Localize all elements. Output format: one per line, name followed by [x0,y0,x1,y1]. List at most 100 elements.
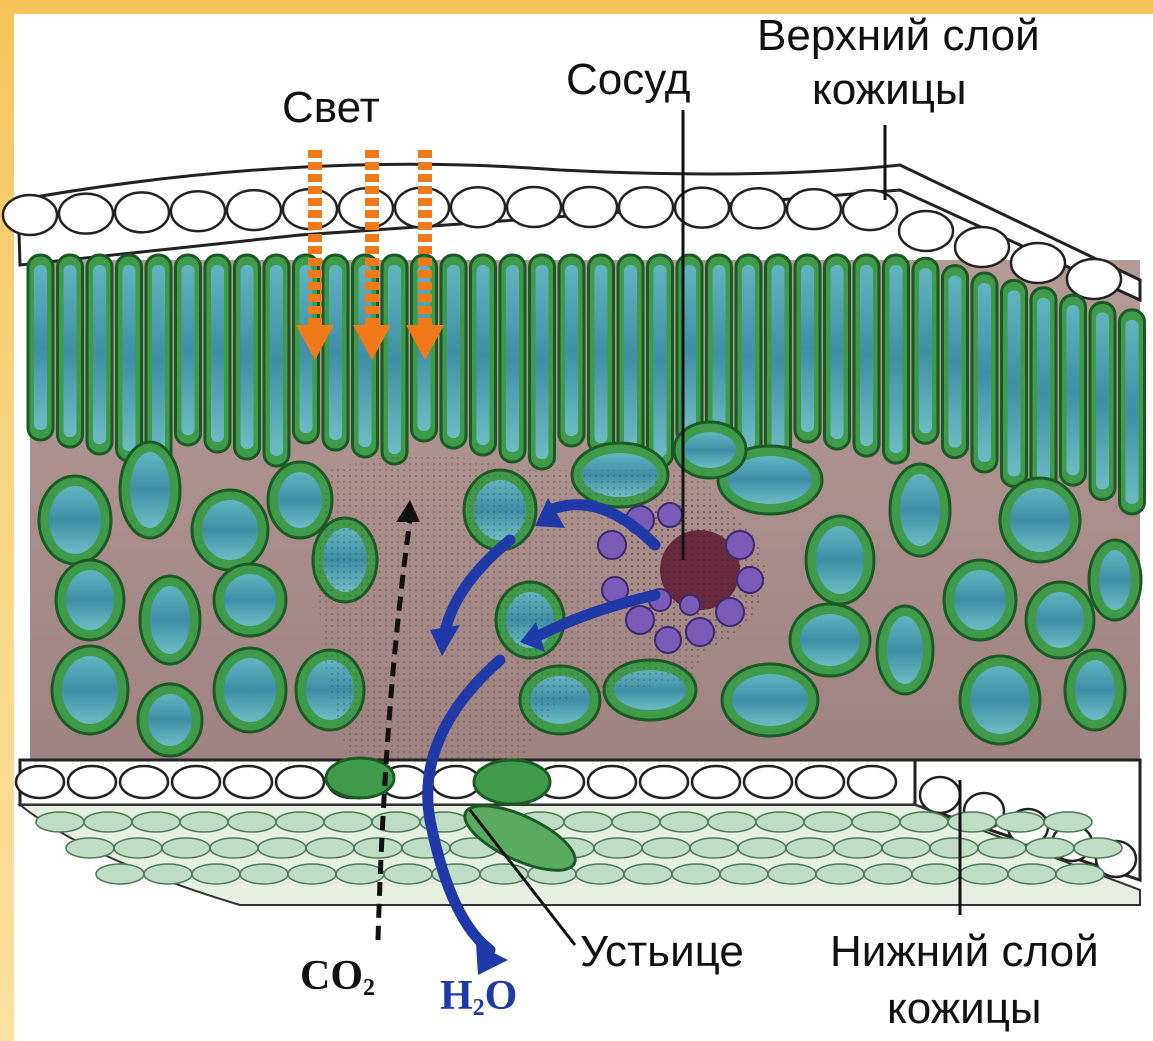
palisade-cell-core [477,265,490,445]
epidermis-cell [731,188,785,228]
surface-cell [930,838,978,858]
surface-cell [576,864,624,884]
surface-cell [114,838,162,858]
label-h2o: H2O [440,975,517,1020]
palisade-cell-core [388,265,401,454]
label-h2o-o: O [485,973,518,1019]
surface-cell [864,864,912,884]
surface-cell [672,864,720,884]
epidermis-cell [920,777,960,813]
label-light: Свет [282,86,380,130]
lower-surface [20,805,1140,905]
spongy-cell-core [49,486,101,554]
palisade-cell-core [683,265,696,434]
surface-cell [384,864,432,884]
spongy-cell-core [62,656,118,724]
spongy-cell-core [224,574,276,626]
surface-cell [978,838,1026,858]
surface-cell [852,812,900,832]
palisade-cell-core [270,265,283,456]
surface-cell [96,864,144,884]
epidermis-cell [744,766,792,798]
palisade-cell-core [831,265,844,439]
epidermis-cell [16,766,64,798]
epidermis-cell [3,195,57,235]
palisade-cell-core [211,265,224,442]
palisade-cell-core [329,265,342,440]
label-upper-epidermis-1: Верхний слой [757,14,1040,58]
palisade-cell-core [1126,320,1139,504]
spongy-cell-core [150,586,190,654]
surface-cell [228,812,276,832]
surface-cell [306,838,354,858]
epidermis-cell [120,766,168,798]
palisade-cell-core [93,265,106,444]
palisade-cell-core [536,265,549,459]
surface-cell [1008,864,1056,884]
epidermis-cell [115,192,169,232]
palisade-cell-core [506,265,519,452]
palisade-cell-core [565,265,578,436]
palisade-cell-core [359,265,372,447]
epidermis-cell [796,766,844,798]
epidermis-cell [276,766,324,798]
label-stoma: Устьице [580,930,744,974]
surface-cell [564,812,612,832]
surface-cell [996,812,1044,832]
surface-cell [624,864,672,884]
surface-cell [960,864,1008,884]
spongy-cell-core [816,526,864,594]
surface-cell [180,812,228,832]
label-lower-epidermis-1: Нижний слой [830,930,1099,974]
label-h2o-sub: 2 [473,995,485,1021]
spongy-cell-core [224,658,276,722]
surface-cell [594,838,642,858]
surface-cell [912,864,960,884]
label-co2-sub: 2 [363,975,375,1001]
surface-cell [720,864,768,884]
palisade-cell-core [742,265,755,448]
surface-cell [276,812,324,832]
epidermis-cell [640,766,688,798]
spongy-cell-core [130,452,170,528]
surface-cell [804,812,852,832]
spongy-cell-core [278,472,322,528]
palisade-cell-core [949,276,962,448]
surface-cell [768,864,816,884]
surface-cell [192,864,240,884]
epidermis-cell [692,766,740,798]
palisade-cell-core [1008,290,1021,476]
palisade-cell-core [595,265,608,443]
surface-cell [84,812,132,832]
surface-cell [336,864,384,884]
palisade-cell-core [978,283,991,462]
epidermis-cell [899,211,953,251]
surface-cell [372,812,420,832]
epidermis-cell [848,766,896,798]
surface-cell [948,812,996,832]
epidermis-cell [227,190,281,230]
surface-cell [708,812,756,832]
palisade-cell-core [1096,313,1109,490]
palisade-cell-core [241,265,254,449]
epidermis-cell [843,190,897,230]
epidermis-cell [787,189,841,229]
spongy-cell-core [900,474,940,546]
epidermis-cell [224,766,272,798]
epidermis-cell [507,187,561,227]
palisade-cell-core [772,265,785,455]
surface-cell [786,838,834,858]
palisade-cell-core [1067,305,1080,475]
surface-cell [258,838,306,858]
surface-cell [36,812,84,832]
epidermis-cell [1011,243,1065,283]
surface-cell [288,864,336,884]
spongy-cell-core [800,614,860,666]
surface-cell [354,838,402,858]
spongy-cell-core [1010,488,1070,552]
epidermis-cell [68,766,116,798]
label-lower-epidermis-2: кожицы [887,987,1042,1031]
surface-cell [210,838,258,858]
surface-cell [1026,838,1074,858]
